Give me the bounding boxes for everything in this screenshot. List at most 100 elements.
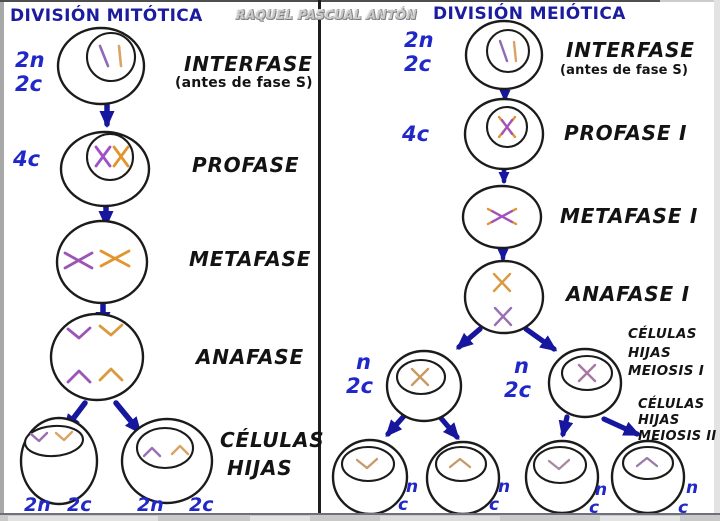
mitosis-anafase-cell — [49, 312, 145, 402]
mitosis-daughter2-2c: 2c — [189, 494, 214, 516]
meiosis2-cell4-c: c — [678, 498, 689, 518]
bivalent-purple — [490, 209, 514, 224]
bottom-strip — [0, 513, 720, 521]
chromosome-x-orange — [112, 145, 130, 168]
meiosis2-daughter-cell-4 — [610, 439, 686, 515]
hijas-m2-line2: HIJAS — [638, 413, 680, 428]
hijas-m2-line1: CÉLULAS — [638, 397, 705, 412]
chromatin-orange — [512, 40, 518, 63]
meiosis-cells — [331, 19, 686, 516]
bottom-strip-line — [0, 513, 720, 515]
chromatid-caret-orange — [98, 367, 124, 382]
meiosis2-cell3-c: c — [589, 498, 600, 518]
chromosome-x-orange — [99, 249, 131, 268]
arrow-m1cell1-m2cell1 — [385, 413, 407, 437]
top-border — [0, 0, 660, 2]
meiosis2-daughter-cell-3 — [524, 439, 600, 515]
cell-membrane — [463, 259, 545, 335]
meiosis1-cell1-2c: 2c — [346, 374, 374, 398]
cell-membrane — [55, 219, 149, 305]
mitosis-label-hijas: HIJAS — [227, 456, 293, 480]
meiosis-anafase1-cell — [463, 259, 545, 335]
chromatin-purple — [498, 39, 509, 63]
meiosis2-cell2-c: c — [489, 495, 500, 515]
mitosis-interfase-2c: 2c — [15, 72, 43, 96]
mitosis-daughter1-2c: 2c — [67, 494, 92, 516]
bivalent-purple — [500, 118, 514, 136]
chromosome-x-purple — [94, 145, 112, 168]
mitosis-daughter1-2n: 2n — [24, 494, 51, 516]
meiosis2-daughter-cell-1 — [331, 438, 409, 516]
hijas-m1-line2: HIJAS — [628, 344, 672, 361]
left-border — [0, 0, 4, 521]
arrow-m1cell2-m2cell4 — [601, 416, 641, 437]
mitosis-cells — [19, 26, 214, 506]
mitosis-label-anafase: ANAFASE — [196, 345, 304, 369]
meiosis1-daughter-cell-1 — [385, 349, 463, 423]
meiosis-metafase1-cell — [461, 184, 543, 250]
chromatid-v-orange — [98, 323, 124, 337]
chromatid-caret-tan — [448, 457, 472, 469]
meiosis1-cell2-2c: 2c — [504, 378, 532, 402]
arrow-m1cell1-m2cell2 — [437, 414, 460, 441]
nucleus — [532, 445, 588, 485]
arrow-anafase-daughter2 — [113, 400, 142, 435]
chromosome-x-purple — [493, 306, 513, 327]
chromatid-v-orange — [54, 430, 74, 442]
chromosome-x-orange — [492, 272, 512, 293]
meiosis1-cell1-n: n — [356, 350, 371, 374]
mitosis-label-celulas: CÉLULAS — [220, 428, 325, 452]
meiosis-profase1-cell — [463, 97, 545, 171]
arrow-m1cell2-m2cell3 — [558, 414, 574, 438]
bottom-strip-segment — [250, 516, 310, 521]
chromatin-orange — [117, 44, 123, 68]
mitosis-daughter2-2n: 2n — [137, 494, 164, 516]
bottom-strip-segment — [380, 516, 500, 521]
mitosis-title: DIVISIÓN MITÓTICA — [10, 6, 203, 26]
watermark: RAQUEL PASCUAL ANTÓN — [236, 8, 417, 22]
mitosis-metafase-cell — [55, 219, 149, 305]
hijas-m1-line1: CÉLULAS — [628, 326, 697, 342]
mitosis-interfase-2n: 2n — [15, 48, 45, 72]
meiosis-title: DIVISIÓN MEIÓTICA — [433, 4, 626, 24]
nucleus — [621, 445, 675, 481]
meiosis-label-interfase: INTERFASE — [566, 38, 695, 62]
chromatid-v-tan — [355, 457, 379, 470]
meiosis-label-anafase1: ANAFASE I — [566, 282, 690, 306]
nucleus — [85, 31, 137, 83]
meiosis1-daughter-cell-2 — [547, 347, 623, 419]
bottom-strip-segment — [8, 516, 158, 521]
top-border-right — [660, 0, 720, 2]
meiosis2-cell1-c: c — [398, 495, 409, 515]
mitosis-interfase-cell — [56, 26, 146, 106]
panel-divider — [318, 0, 321, 514]
chromosome-x-tan — [410, 367, 430, 387]
nucleus — [24, 424, 84, 458]
cell-membrane — [49, 312, 145, 402]
meiosis2-daughter-cell-2 — [425, 440, 501, 516]
nucleus — [485, 28, 531, 74]
meiosis-label-hijas-m2: CÉLULAS HIJAS MEIOSIS II — [638, 397, 716, 445]
chromatin-purple — [98, 44, 110, 68]
arrow-anafase1-m1cell1 — [455, 326, 483, 350]
meiosis-interfase-cell — [464, 19, 544, 91]
meiosis2-cell1-n: n — [406, 477, 419, 497]
chromatid-v-purple — [29, 431, 49, 443]
meiosis-profase-4c: 4c — [402, 122, 430, 146]
chromosome-x-purple — [63, 251, 94, 270]
mitosis-profase-cell — [59, 130, 151, 208]
bottom-strip-segment — [600, 516, 680, 521]
mitosis-daughter-cell-2 — [120, 417, 214, 505]
chromatid-v-purple — [66, 326, 92, 340]
meiosis-label-profase1: PROFASE I — [564, 121, 688, 145]
chromatid-caret-purple — [66, 369, 92, 384]
meiosis-label-interfase-sub: (antes de fase S) — [560, 63, 689, 78]
arrow-anafase1-m1cell2 — [523, 326, 558, 352]
meiosis2-cell2-n: n — [498, 477, 511, 497]
meiosis1-cell2-n: n — [514, 354, 529, 378]
chromatid-v-lilac — [547, 458, 571, 471]
mitosis-label-metafase: METAFASE — [189, 247, 312, 271]
